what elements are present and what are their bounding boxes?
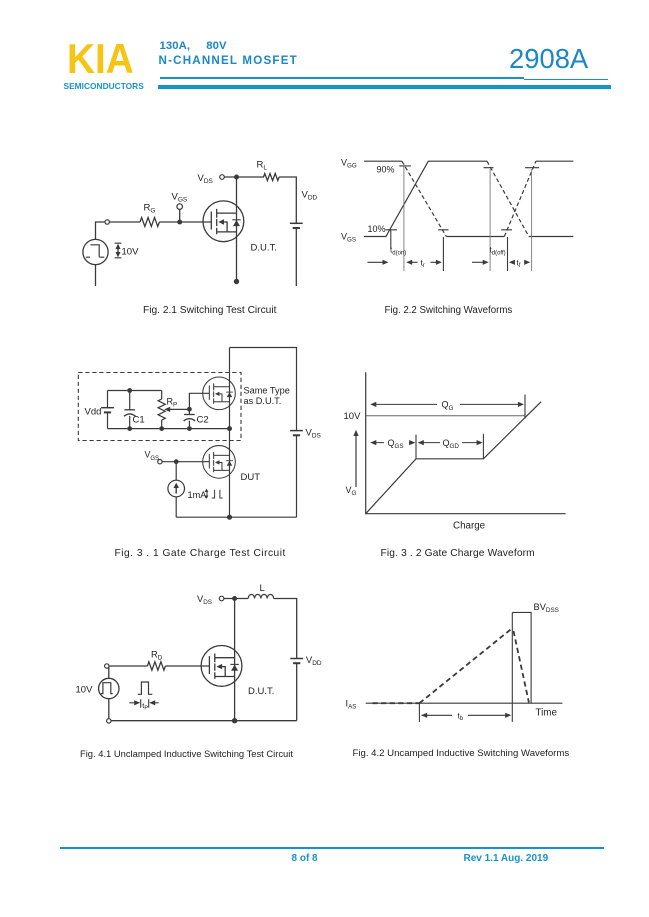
svg-text:td(on): td(on) (390, 246, 406, 257)
svg-text:Vdd: Vdd (85, 407, 102, 418)
svg-text:QGS: QGS (388, 438, 404, 450)
svg-text:as D.U.T.: as D.U.T. (244, 396, 282, 406)
svg-text:VDS: VDS (306, 428, 322, 440)
svg-text:QGD: QGD (443, 438, 460, 450)
svg-text:10V: 10V (76, 684, 94, 695)
svg-text:10%: 10% (368, 224, 386, 234)
svg-text:VGS: VGS (172, 192, 188, 204)
svg-text:VGS: VGS (145, 450, 160, 462)
svg-text:VDD: VDD (302, 190, 318, 202)
svg-text:RP: RP (167, 397, 178, 409)
svg-text:VGG: VGG (341, 157, 357, 169)
svg-text:RD: RD (151, 650, 163, 662)
svg-text:10V: 10V (122, 247, 140, 258)
svg-text:td(off): td(off) (490, 246, 506, 257)
svg-text:VDS: VDS (198, 173, 214, 185)
svg-text:BVDSS: BVDSS (534, 602, 559, 614)
svg-text:1mA: 1mA (188, 490, 208, 500)
svg-text:VG: VG (346, 485, 357, 497)
svg-text:Same Type: Same Type (244, 386, 290, 396)
svg-text:RL: RL (257, 160, 268, 172)
svg-text:Charge: Charge (453, 521, 486, 532)
svg-text:90%: 90% (377, 164, 395, 174)
svg-text:10V: 10V (344, 411, 362, 422)
svg-text:DUT: DUT (241, 472, 261, 483)
svg-text:C2: C2 (197, 415, 209, 426)
svg-text:L: L (260, 583, 265, 594)
svg-text:tP: tP (142, 701, 148, 712)
svg-text:tr: tr (421, 258, 425, 269)
svg-text:IAS: IAS (346, 699, 357, 711)
svg-text:tb: tb (458, 712, 464, 723)
svg-text:Time: Time (536, 708, 558, 719)
svg-text:RG: RG (144, 203, 156, 215)
svg-text:D.U.T.: D.U.T. (251, 243, 277, 254)
svg-text:tf: tf (517, 258, 521, 269)
svg-text:C1: C1 (133, 415, 145, 426)
svg-text:QG: QG (442, 400, 454, 412)
svg-text:VDD: VDD (306, 655, 322, 667)
svg-text:VGS: VGS (341, 232, 356, 244)
svg-text:D.U.T.: D.U.T. (248, 686, 274, 697)
svg-text:VDS: VDS (197, 594, 212, 606)
